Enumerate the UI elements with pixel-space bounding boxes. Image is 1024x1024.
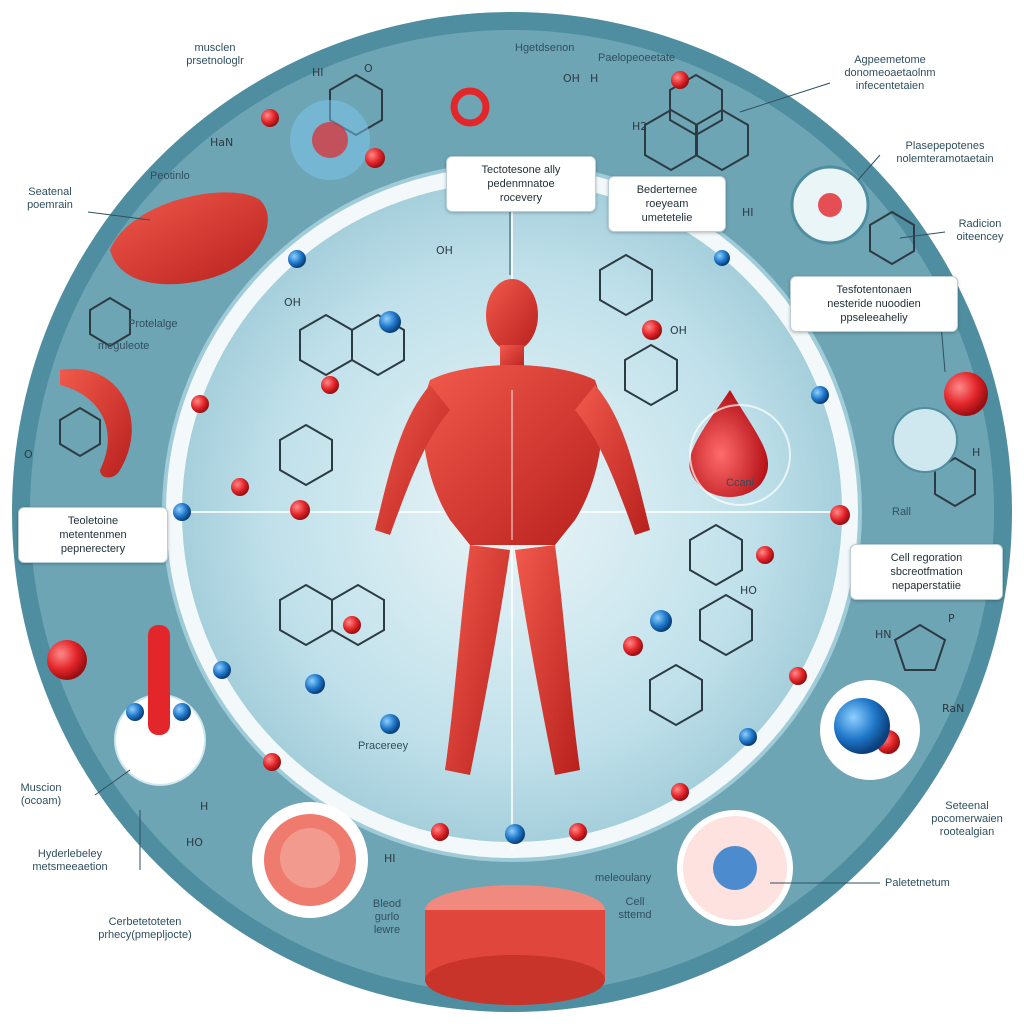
label-ccani: Ccani (726, 477, 755, 489)
chem-symbol-12: HI (384, 852, 396, 865)
label-hyderlebeley-line2: metsmeeaetion (32, 861, 108, 873)
label-paletetnetum: Paletetnetum (885, 877, 950, 889)
blood-drop (689, 390, 769, 497)
callout-right-upper-line3: ppseleeaheliy (840, 312, 908, 324)
label-cerbetetoten: Cerbetetoteten prhecy(pmepljocte) (70, 916, 220, 942)
label-radiation-oxiencey: Radicion oiteencey (945, 218, 1015, 244)
label-agpesmetome-line1: Agpeemetome (854, 54, 926, 66)
chem-symbol-18: OH (670, 324, 687, 337)
chem-symbol-16: OH (284, 296, 301, 309)
label-seteenal-line2: pocomerwaien (931, 813, 1003, 825)
label-rall: Rall (892, 506, 911, 518)
callout-left-mid-line2: metentenmen (59, 529, 127, 541)
label-muscle-ocoam-line2: (ocoam) (20, 795, 62, 807)
label-bleod-line2: gurlo (374, 911, 400, 923)
label-radiation-line1: Radicion (958, 218, 1002, 230)
label-moleculary: meleoulany (595, 872, 652, 884)
atoms-blue (126, 250, 890, 844)
label-cell-stemd-line2: sttemd (618, 909, 652, 921)
label-seatenal-line1: Seatenal (28, 186, 72, 198)
callout-top-center: Tectotesone ally pedenmnatoe rocevery (446, 156, 596, 212)
callout-right-upper-line1: Tesfotentonaen (836, 284, 912, 296)
label-agpesmetome-line2: donomeoaetaolnm (844, 67, 936, 79)
label-pracercy: Pracereey (358, 740, 409, 752)
label-muscle-ocoam-line1: Muscion (20, 782, 62, 794)
label-cell-stemd: Cell sttemd (610, 896, 660, 922)
label-agpesmetome: Agpeemetome donomeoaetaolnm infecentetai… (820, 54, 960, 93)
callout-top-center-line1: Tectotesone ally (481, 164, 561, 176)
chem-symbol-4: HaN (210, 136, 234, 149)
label-placepeptenes-line1: Plasepepotenes (905, 140, 985, 152)
label-megulaeie: meguleote (98, 340, 150, 352)
callout-right-mid: Cell regoration sbcreotfmation nepaperst… (850, 544, 1003, 600)
chem-symbol-15: H (972, 446, 981, 459)
label-seteenal-line3: rootealgian (939, 826, 995, 838)
callout-top-mid-right-line1: Bederternee (636, 184, 698, 196)
callout-top-mid-right-line3: umetetelie (641, 212, 693, 224)
label-cerbetetoten-line2: prhecy(pmepljocte) (98, 929, 192, 941)
chem-symbol-6: H2 (632, 120, 648, 133)
label-hyderlebeley-line1: Hyderlebeley (37, 848, 103, 860)
chem-symbol-13: HO (740, 584, 757, 597)
label-seatenal-poemrain: Seatenal poemrain (10, 186, 90, 212)
chem-symbol-19: O (364, 62, 373, 75)
label-seatenal-line2: poemrain (27, 199, 73, 211)
chem-symbol-14: P (948, 612, 955, 625)
chem-symbol-5: HO (186, 836, 203, 849)
chem-symbol-8: HI (742, 206, 754, 219)
callout-right-upper: Tesfotentonaen nesteride nuoodien ppsele… (790, 276, 958, 332)
callout-right-mid-line2: sbcreotfmation (890, 566, 963, 578)
chem-symbol-1: HI (312, 66, 324, 79)
label-hyderlebeley: Hyderlebeley metsmeeaetion (10, 848, 130, 874)
chem-symbol-2: OH (563, 72, 580, 85)
organ-top-left (110, 192, 268, 285)
label-paelopeoctate: Paelopeoeetate (598, 52, 676, 64)
label-radiation-line2: oiteencey (956, 231, 1004, 243)
callout-top-mid-right-line2: roeyeam (645, 198, 689, 210)
label-muscle-physiology: musclen prsetnologlr (160, 42, 270, 68)
callout-left-mid-line1: Teoletoine (67, 515, 119, 527)
chem-symbol-17: H (200, 800, 209, 813)
label-agpesmetome-line3: infecentetaien (855, 80, 925, 92)
label-cell-stemd-line1: Cell (625, 896, 645, 908)
label-bleod-gurlo: Bleod gurlo lewre (362, 898, 412, 937)
flask-bulb (892, 407, 958, 473)
callout-right-mid-line3: nepaperstatiie (891, 580, 962, 592)
label-protein: Peotinlo (150, 170, 190, 182)
label-muscle-physiology-line1: musclen (194, 42, 236, 54)
callout-top-center-line2: pedenmnatoe (487, 178, 555, 190)
callout-left-mid: Teoletoine metentenmen pepnerectery (18, 507, 168, 563)
callout-right-mid-line1: Cell regoration (890, 552, 963, 564)
chem-symbol-10: HN (875, 628, 892, 641)
callout-top-center-line3: rocevery (499, 192, 543, 204)
label-placepeptenes-line2: nolemteramotaetain (896, 153, 994, 165)
chem-symbol-11: RaN (942, 702, 965, 715)
atoms-red (47, 71, 988, 841)
callout-left-mid-line3: pepnerectery (60, 543, 126, 555)
label-seteenal-line1: Seteenal (945, 800, 989, 812)
test-tube (148, 625, 170, 735)
chem-symbol-3: H (590, 72, 599, 85)
chem-symbol-7: O (24, 448, 33, 461)
chem-symbol-9: OH (436, 244, 453, 257)
label-seteenal-pocomerwaien: Seteenal pocomerwaien rootealgian (915, 800, 1019, 839)
label-protelalgs: Protelalge (128, 318, 178, 330)
label-muscle-physiology-line2: prsetnologlr (186, 55, 244, 67)
callout-top-mid-right: Bederternee roeyeam umetetelie (608, 176, 726, 232)
label-hydration: Hgetdsenon (515, 42, 575, 54)
label-muscle-ocoam: Muscion (ocoam) (10, 782, 72, 808)
label-bleod-line1: Bleod (372, 898, 402, 910)
callout-right-upper-line2: nesteride nuoodien (827, 298, 921, 310)
muscle-fiber-left (60, 368, 132, 478)
label-cerbetetoten-line1: Cerbetetoteten (108, 916, 182, 928)
red-ring-top (450, 87, 490, 127)
chemical-structures (59, 73, 976, 727)
label-bleod-line3: lewre (373, 924, 401, 936)
label-placepeptenes: Plasepepotenes nolemteramotaetain (870, 140, 1020, 166)
